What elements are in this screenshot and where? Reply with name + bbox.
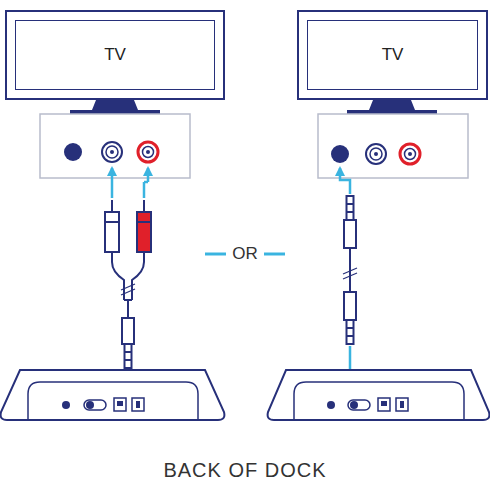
dock [28, 382, 198, 420]
av-port [331, 145, 349, 163]
rca-cable [112, 252, 124, 300]
aux-cable [349, 248, 351, 292]
rca-cable [143, 200, 145, 212]
tv-stand [92, 100, 138, 110]
av-port [143, 147, 154, 158]
aux-cable [343, 268, 357, 274]
aux-cable [344, 220, 356, 248]
tv-label: TV [382, 45, 404, 65]
connection-arrow [147, 168, 150, 182]
dock [132, 398, 144, 411]
dock [268, 370, 490, 420]
av-port [408, 152, 412, 156]
rca-cable [122, 318, 134, 344]
rca-cable [125, 351, 132, 353]
dock [1, 370, 225, 420]
av-port [64, 142, 158, 162]
av-port [146, 150, 150, 154]
dock [62, 401, 70, 409]
port-panel [40, 114, 190, 178]
aux-cable [347, 327, 354, 329]
tv-screen: TV [297, 10, 488, 100]
connection-arrow [340, 168, 350, 194]
or-dash [205, 253, 226, 256]
dock [136, 401, 140, 408]
connection-arrow [66, 168, 148, 396]
aux-cable [343, 196, 357, 344]
dock [294, 382, 464, 420]
aux-cable [343, 273, 357, 279]
av-port [331, 144, 420, 164]
port-panel [40, 114, 190, 178]
dock [381, 401, 387, 406]
aux-cable [344, 292, 356, 320]
rca-cable [137, 221, 151, 223]
tv-label: TV [104, 45, 126, 65]
aux-cable [347, 196, 354, 220]
dock [84, 400, 106, 410]
dock [396, 398, 408, 411]
tv-stand [369, 100, 415, 110]
dock [350, 401, 358, 409]
rca-cable [105, 212, 119, 252]
av-port [366, 144, 386, 164]
connection-arrow [143, 182, 146, 198]
rca-cable [105, 200, 151, 368]
av-port [64, 143, 82, 161]
or-dash [264, 253, 285, 256]
dock [114, 398, 126, 411]
rca-cable [132, 252, 144, 300]
rca-cable [127, 300, 129, 318]
av-port [102, 142, 122, 162]
aux-cable [347, 203, 354, 205]
av-port [405, 149, 416, 160]
dock [268, 370, 490, 420]
dock [400, 401, 404, 408]
dock [117, 401, 123, 406]
dock [1, 370, 225, 420]
av-port [106, 146, 118, 158]
av-port [370, 148, 382, 160]
rca-cable [121, 289, 135, 295]
av-port [374, 152, 378, 156]
rca-cable [105, 221, 119, 223]
dock [378, 398, 390, 411]
aux-cable [347, 320, 354, 344]
connection-arrow [331, 168, 350, 396]
aux-cable [347, 211, 354, 213]
dock [86, 401, 94, 409]
av-port [110, 150, 114, 154]
rca-cable [125, 359, 132, 361]
tv-stand [70, 100, 160, 114]
dock [348, 400, 370, 410]
aux-cable [347, 335, 354, 337]
connection-arrow [111, 168, 114, 198]
tv-screen: TV [5, 10, 225, 100]
rca-cable [137, 212, 151, 252]
rca-cable [121, 284, 135, 290]
av-port [400, 144, 420, 164]
dock [327, 401, 335, 409]
or-label: OR [229, 244, 261, 264]
rca-cable [125, 344, 132, 368]
tv-stand [347, 100, 437, 114]
av-port [138, 142, 158, 162]
caption: BACK OF DOCK [163, 459, 326, 482]
rca-cable [111, 200, 113, 212]
